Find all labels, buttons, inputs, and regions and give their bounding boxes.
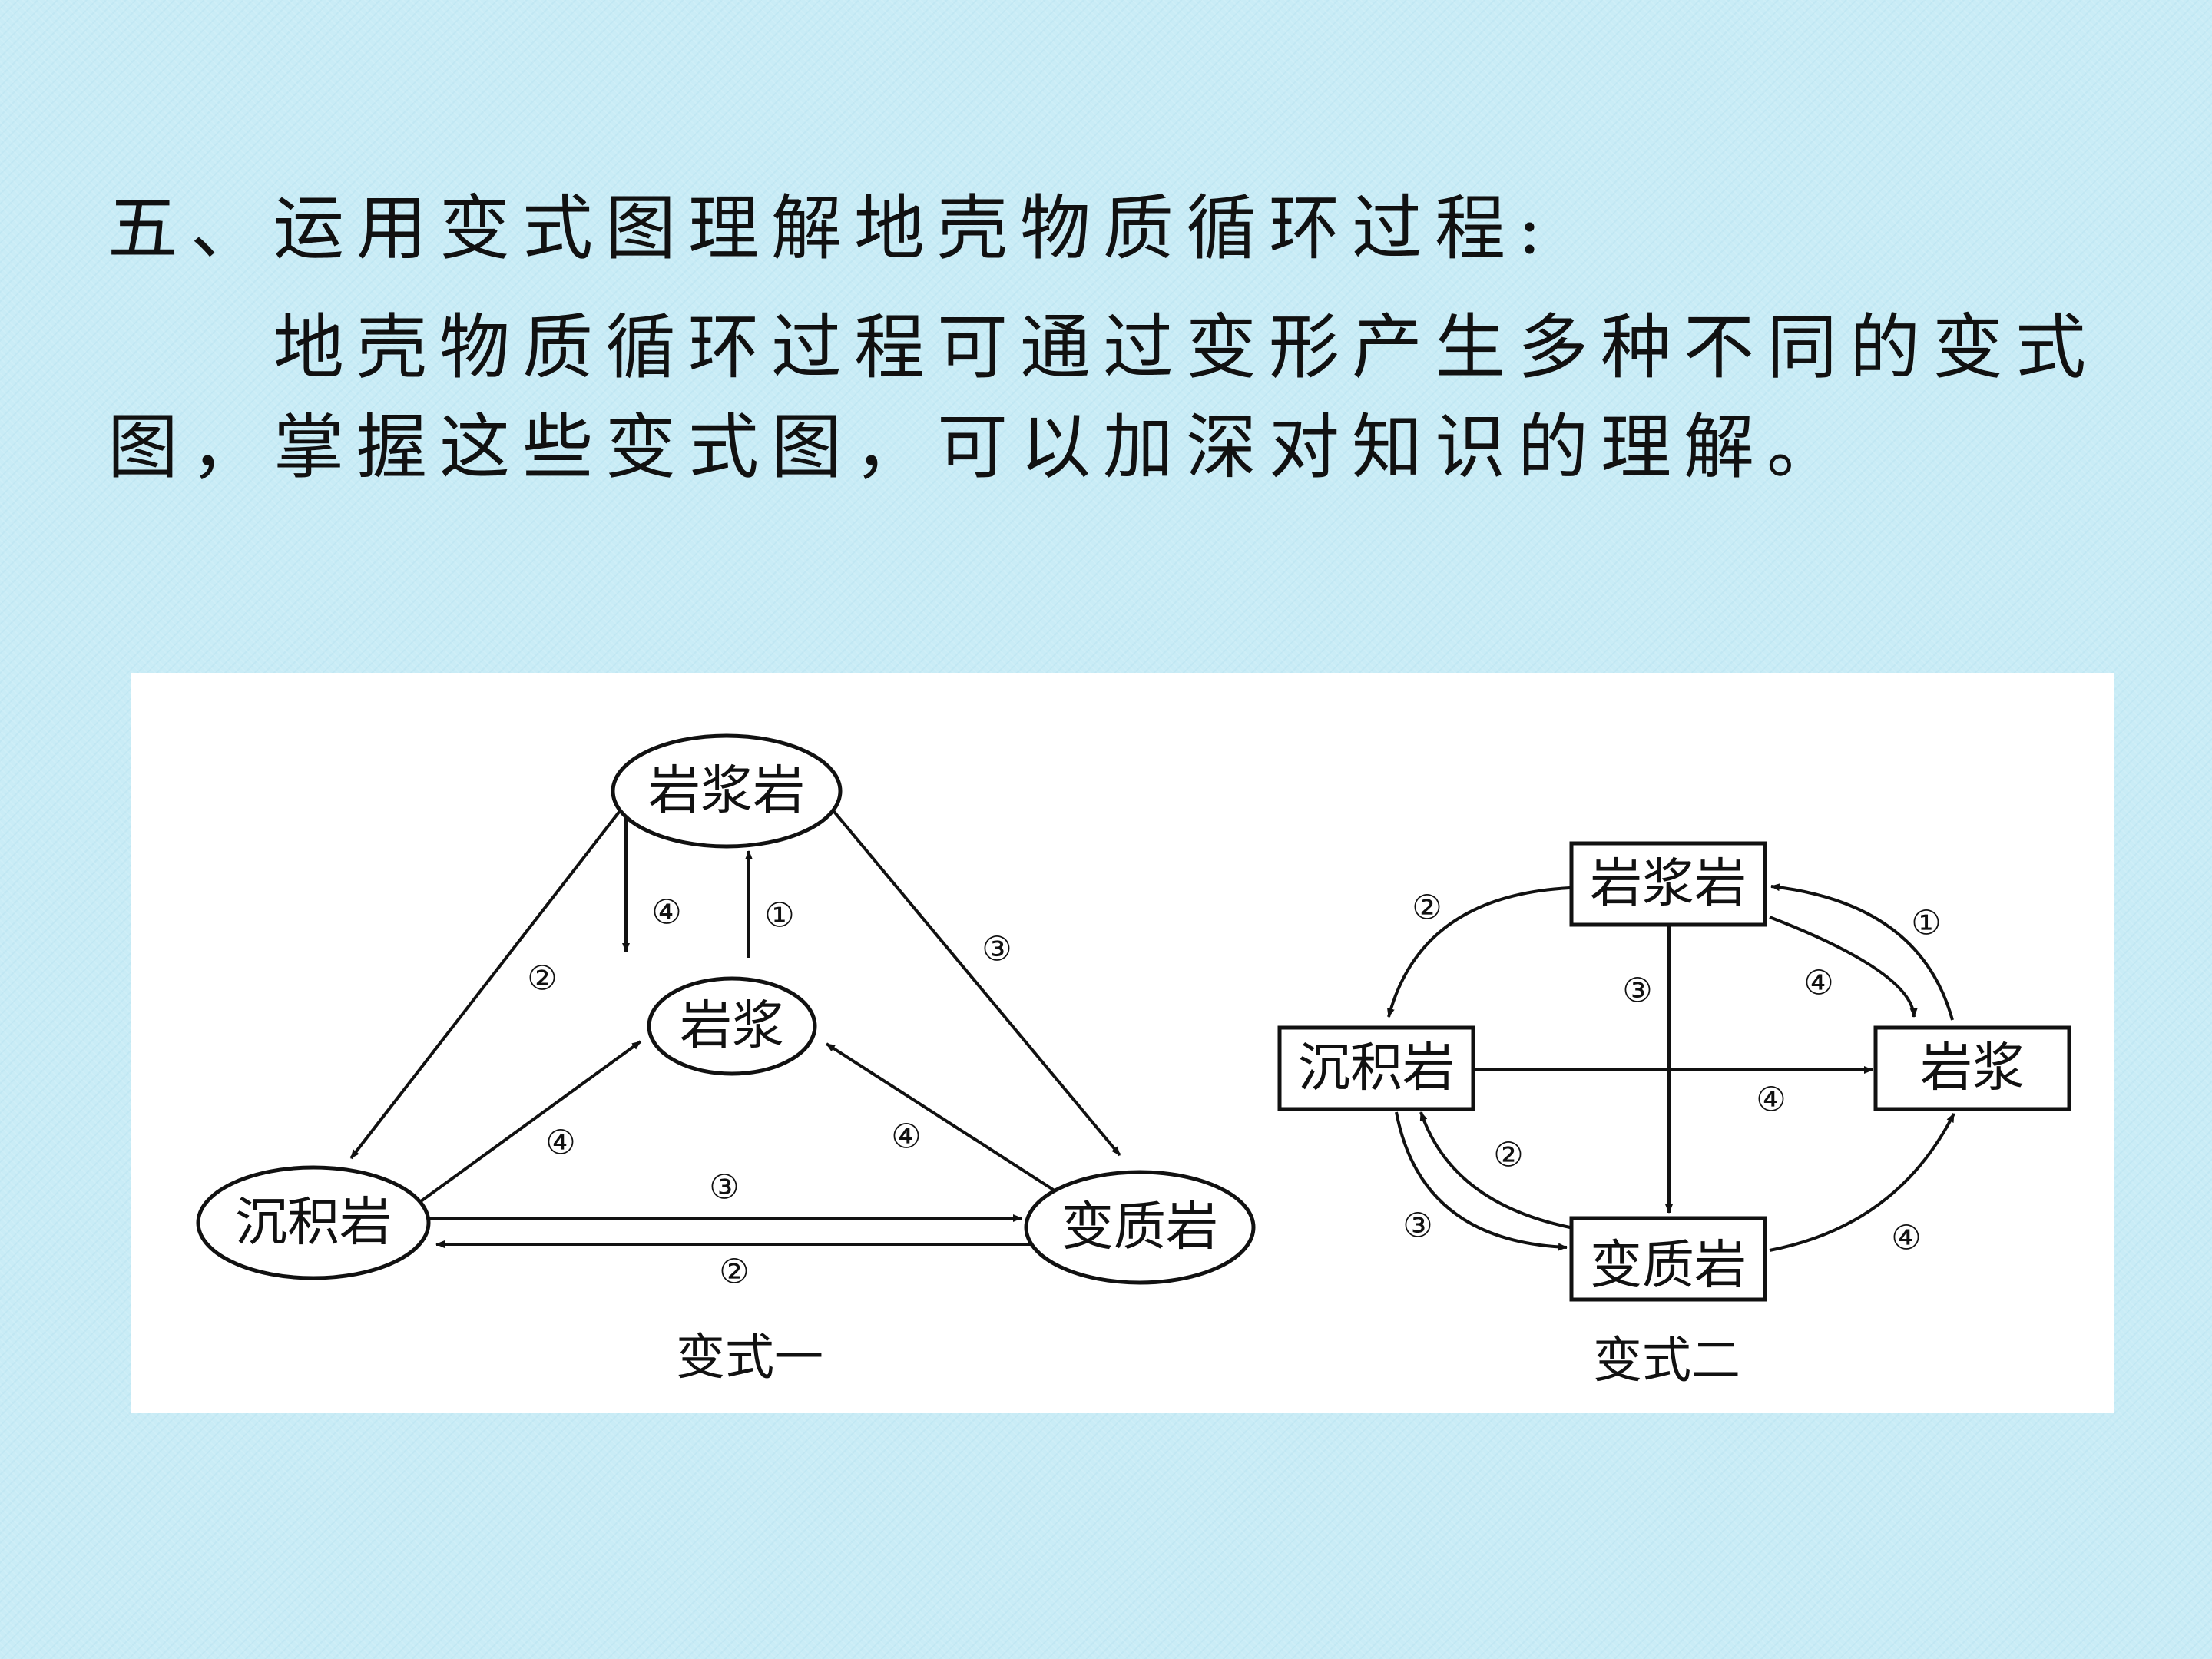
- v1-node-sedimentary-label: 沉积岩: [235, 1193, 392, 1253]
- diagram-panel: 岩浆岩 岩浆 沉积岩 变质岩 ④ ① ② ③ ④ ④ ③ ② 变式一: [131, 673, 2114, 1413]
- v2-arrow-magma-to-igneous: [1770, 883, 1954, 1021]
- v1-node-magma-shape: [647, 976, 817, 1076]
- v1-label-sedimentary-to-magma: ④: [545, 1124, 575, 1163]
- v1-node-metamorphic-label: 变质岩: [1061, 1197, 1218, 1258]
- v2-arrow-igneous-to-sedimentary: [1387, 886, 1571, 1018]
- v1-label-igneous-to-metamorphic: ③: [982, 930, 1012, 969]
- v2-arrow-metamorphic-to-magma: [1769, 1113, 1955, 1252]
- variant2-diagram: 岩浆岩 岩浆 沉积岩 变质岩 ② ① ④ ③ ④ ② ③ ④ 变式二: [1277, 841, 2071, 1389]
- v1-label-sedimentary-to-metamorphic: ③: [709, 1168, 739, 1207]
- v2-node-igneous-label: 岩浆岩: [1590, 854, 1747, 915]
- intro-paragraph: 地壳物质循环过程可通过变形产生多种不同的变式图，掌握这些变式图，可以加深对知识的…: [108, 306, 2099, 488]
- v1-label-igneous-to-magma: ④: [651, 893, 681, 932]
- v2-arrow-igneous-to-magma: [1769, 916, 1918, 1018]
- v1-arrow-igneous-to-metamorphic: [830, 806, 1121, 1157]
- v2-label-magma-to-igneous: ①: [1911, 904, 1941, 943]
- v2-label-igneous-to-metamorphic: ③: [1622, 972, 1652, 1011]
- page-heading: 五、运用变式图理解地壳物质循环过程:: [108, 187, 1554, 270]
- v1-arrow-igneous-to-sedimentary: [349, 806, 624, 1160]
- v2-node-sedimentary-shape: [1277, 1025, 1475, 1111]
- v2-caption: 变式二: [1593, 1333, 1740, 1389]
- v2-label-igneous-to-magma: ④: [1803, 964, 1833, 1003]
- v1-arrow-sedimentary-to-magma: [419, 1040, 642, 1203]
- v2-node-magma-label: 岩浆: [1920, 1038, 2025, 1099]
- v2-node-sedimentary-label: 沉积岩: [1298, 1038, 1455, 1099]
- v2-arrow-metamorphic-to-sedimentary: [1419, 1111, 1571, 1229]
- v2-label-metamorphic-to-sedimentary: ②: [1493, 1136, 1523, 1175]
- v2-node-metamorphic-shape: [1569, 1216, 1767, 1302]
- v2-node-igneous-shape: [1569, 841, 1767, 927]
- v2-label-metamorphic-to-magma: ④: [1891, 1219, 1921, 1258]
- rock-cycle-diagrams: 岩浆岩 岩浆 沉积岩 变质岩 ④ ① ② ③ ④ ④ ③ ② 变式一: [196, 733, 2071, 1389]
- v1-caption: 变式一: [676, 1330, 823, 1386]
- v1-node-magma-label: 岩浆: [680, 996, 784, 1057]
- v1-label-metamorphic-to-sedimentary: ②: [719, 1253, 749, 1292]
- v1-node-igneous-label: 岩浆岩: [648, 761, 805, 822]
- v1-arrow-metamorphic-to-magma: [825, 1042, 1058, 1194]
- v1-label-metamorphic-to-magma: ④: [891, 1118, 921, 1157]
- v2-arrow-sedimentary-to-metamorphic: [1395, 1111, 1568, 1251]
- v2-node-metamorphic-label: 变质岩: [1590, 1236, 1747, 1296]
- v1-node-igneous-shape: [611, 733, 843, 849]
- variant1-diagram: 岩浆岩 岩浆 沉积岩 变质岩 ④ ① ② ③ ④ ④ ③ ② 变式一: [196, 733, 1256, 1386]
- v2-label-sedimentary-to-metamorphic: ③: [1402, 1207, 1432, 1246]
- v1-node-metamorphic-shape: [1024, 1170, 1256, 1285]
- v1-label-magma-to-igneous: ①: [764, 896, 794, 935]
- v2-label-sedimentary-to-magma: ④: [1756, 1081, 1786, 1120]
- v2-node-magma-shape: [1873, 1025, 2071, 1111]
- v2-label-igneous-to-sedimentary: ②: [1412, 889, 1442, 928]
- v1-label-igneous-to-sedimentary: ②: [527, 959, 557, 998]
- v1-node-sedimentary-shape: [196, 1165, 431, 1280]
